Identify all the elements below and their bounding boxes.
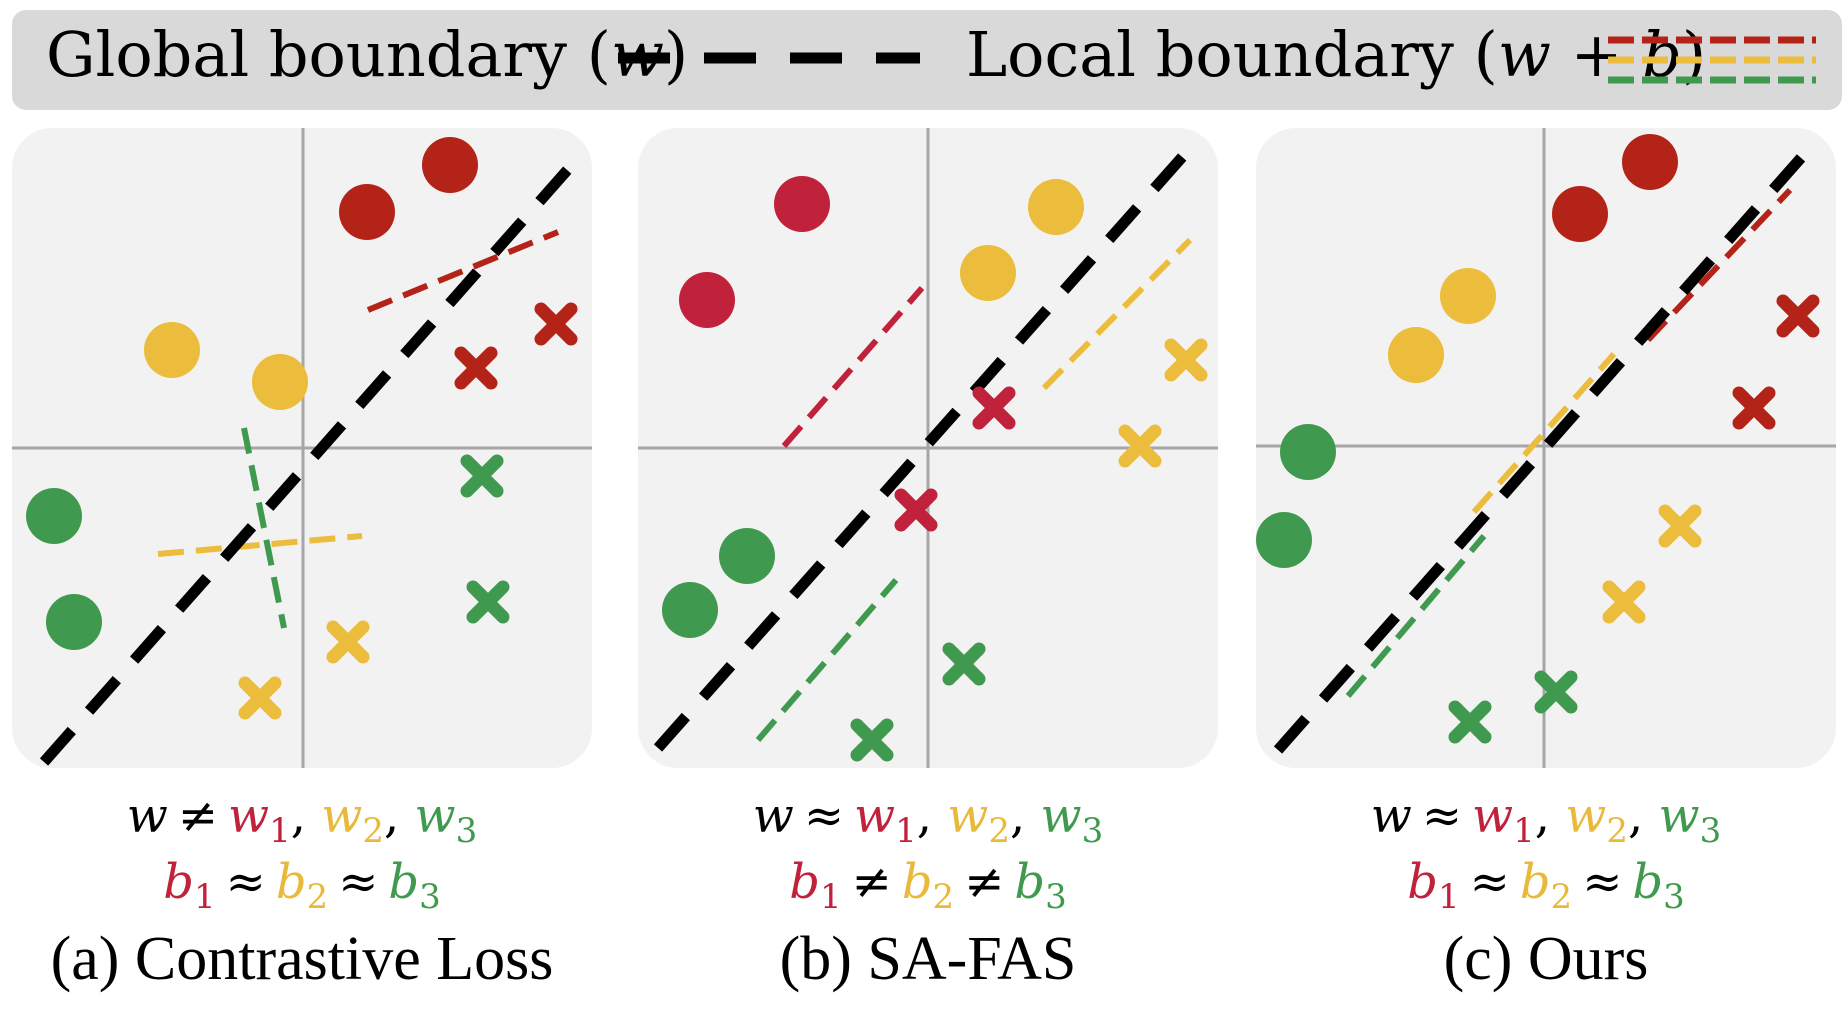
panel-a-live-sample [26, 488, 82, 544]
panel-c-local-boundary-1 [1645, 187, 1793, 343]
panel-a-live-sample [46, 594, 102, 650]
panel-a-spoof-sample [460, 454, 504, 498]
panel-b-spoof-sample [972, 386, 1016, 430]
panel-c-live-sample [1552, 186, 1608, 242]
panel-c [1256, 128, 1836, 768]
panel-a-live-sample [144, 322, 200, 378]
legend-box [12, 10, 1842, 110]
panel-a-live-sample [422, 137, 478, 193]
panel-c-spoof-sample [1732, 386, 1776, 430]
panel-b-axes [638, 128, 1218, 768]
panel-b-live-sample [662, 582, 718, 638]
panel-b-bias-relation: b1≠b2≠b3 [789, 854, 1067, 917]
panel-c-live-sample [1440, 268, 1496, 324]
panel-a-spoof-sample [466, 580, 510, 624]
panel-a-spoof-sample [534, 302, 578, 346]
panel-b-live-sample [774, 176, 830, 232]
panel-b-local-boundary-2 [1041, 237, 1193, 391]
panel-c-spoof-sample [1776, 294, 1820, 338]
panel-a-caption: (a) Contrastive Loss [50, 925, 554, 993]
panel-c-live-sample [1280, 424, 1336, 480]
panel-b-local-boundary-1 [781, 286, 925, 448]
panel-c-live-sample [1388, 327, 1444, 383]
panel-c-live-sample [1622, 134, 1678, 190]
panel-a-local-boundary-3 [241, 427, 287, 629]
panel-a-local-boundary-2 [157, 533, 363, 557]
panel-a-spoof-sample [454, 346, 498, 390]
panel-b-spoof-sample [894, 488, 938, 532]
panel-c-local-boundary-3 [1345, 534, 1487, 698]
panel-a [12, 128, 592, 768]
panel-b-spoof-sample [942, 642, 986, 686]
panel-a-spoof-sample [238, 676, 282, 720]
panel-c-caption: (c) Ours [1443, 925, 1649, 993]
panel-c-spoof-sample [1658, 504, 1702, 548]
panel-b-spoof-sample [850, 718, 894, 762]
legend-global-label: Global boundary (w) [46, 18, 689, 91]
panel-c-spoof-sample [1602, 580, 1646, 624]
panel-c-weight-relation: w≈w1, w2, w3 [1370, 788, 1722, 851]
panel-c-bias-relation: b1≈b2≈b3 [1407, 854, 1685, 917]
panel-c-spoof-sample [1448, 700, 1492, 744]
panel-a-live-sample [252, 354, 308, 410]
legend-local-line-sample [1608, 36, 1816, 84]
panel-c-local-boundary-2 [1471, 352, 1617, 514]
panel-b-live-sample [719, 528, 775, 584]
panel-b-live-sample [960, 245, 1016, 301]
panel-c-spoof-sample [1534, 670, 1578, 714]
panel-b-spoof-sample [1118, 424, 1162, 468]
panel-a-axes [12, 128, 592, 768]
panel-c-live-sample [1256, 512, 1312, 568]
panel-b-live-sample [679, 272, 735, 328]
panel-b-live-sample [1028, 179, 1084, 235]
panel-a-live-sample [339, 184, 395, 240]
panel-b-local-boundary-3 [755, 578, 899, 742]
legend-local-label: Local boundary (w + b) [966, 18, 1707, 91]
panel-a-spoof-sample [326, 620, 370, 664]
panel-b [638, 128, 1218, 768]
panel-c-axes [1256, 128, 1836, 768]
panel-a-bias-relation: b1≈b2≈b3 [163, 854, 441, 917]
panel-b-caption: (b) SA-FAS [779, 925, 1077, 993]
panel-a-weight-relation: w≠w1, w2, w3 [126, 788, 478, 851]
panel-b-weight-relation: w≈w1, w2, w3 [752, 788, 1104, 851]
panel-b-spoof-sample [1164, 338, 1208, 382]
panel-a-local-boundary-1 [366, 229, 560, 313]
